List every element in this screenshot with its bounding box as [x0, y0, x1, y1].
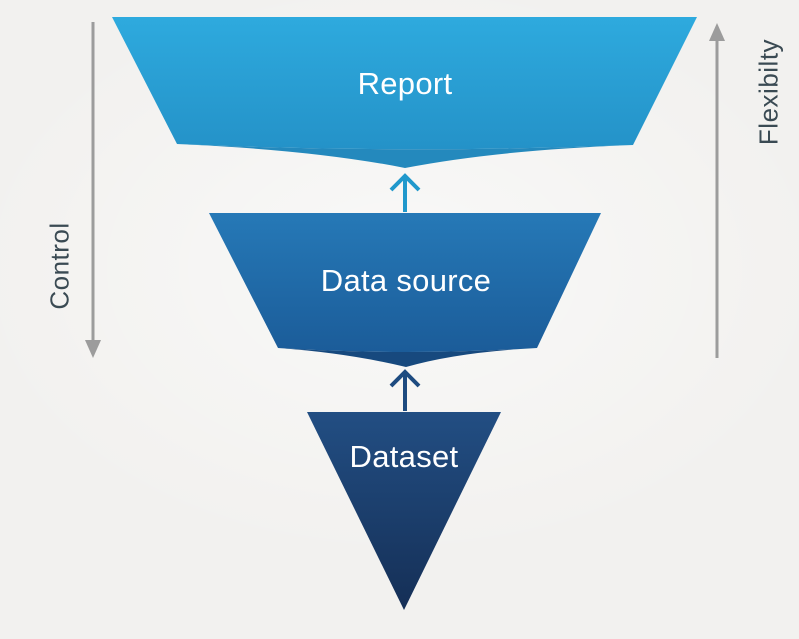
down-arrow-icon [85, 22, 101, 358]
up-arrow-icon [709, 23, 725, 358]
report-level-label: Report [357, 66, 453, 101]
report-shape [112, 17, 697, 168]
datasource-level-label: Data source [320, 263, 492, 298]
flexibility-axis-label: Flexibilty [753, 38, 784, 146]
datasource-face [209, 213, 601, 352]
dataset-level-label: Dataset [349, 439, 459, 474]
up-arrow-icon [389, 369, 421, 411]
control-arrow-head [85, 340, 101, 358]
flexibility-arrow-head [709, 23, 725, 41]
report-face [112, 17, 697, 150]
dataset-shape [307, 412, 501, 610]
report-fold [177, 144, 633, 168]
up-arrow-head [389, 369, 421, 388]
datasource-fold [278, 348, 537, 367]
up-arrow-head [389, 173, 421, 192]
datasource-shape [209, 213, 601, 367]
control-axis-label: Control [44, 222, 75, 310]
up-arrow-icon [389, 173, 421, 212]
